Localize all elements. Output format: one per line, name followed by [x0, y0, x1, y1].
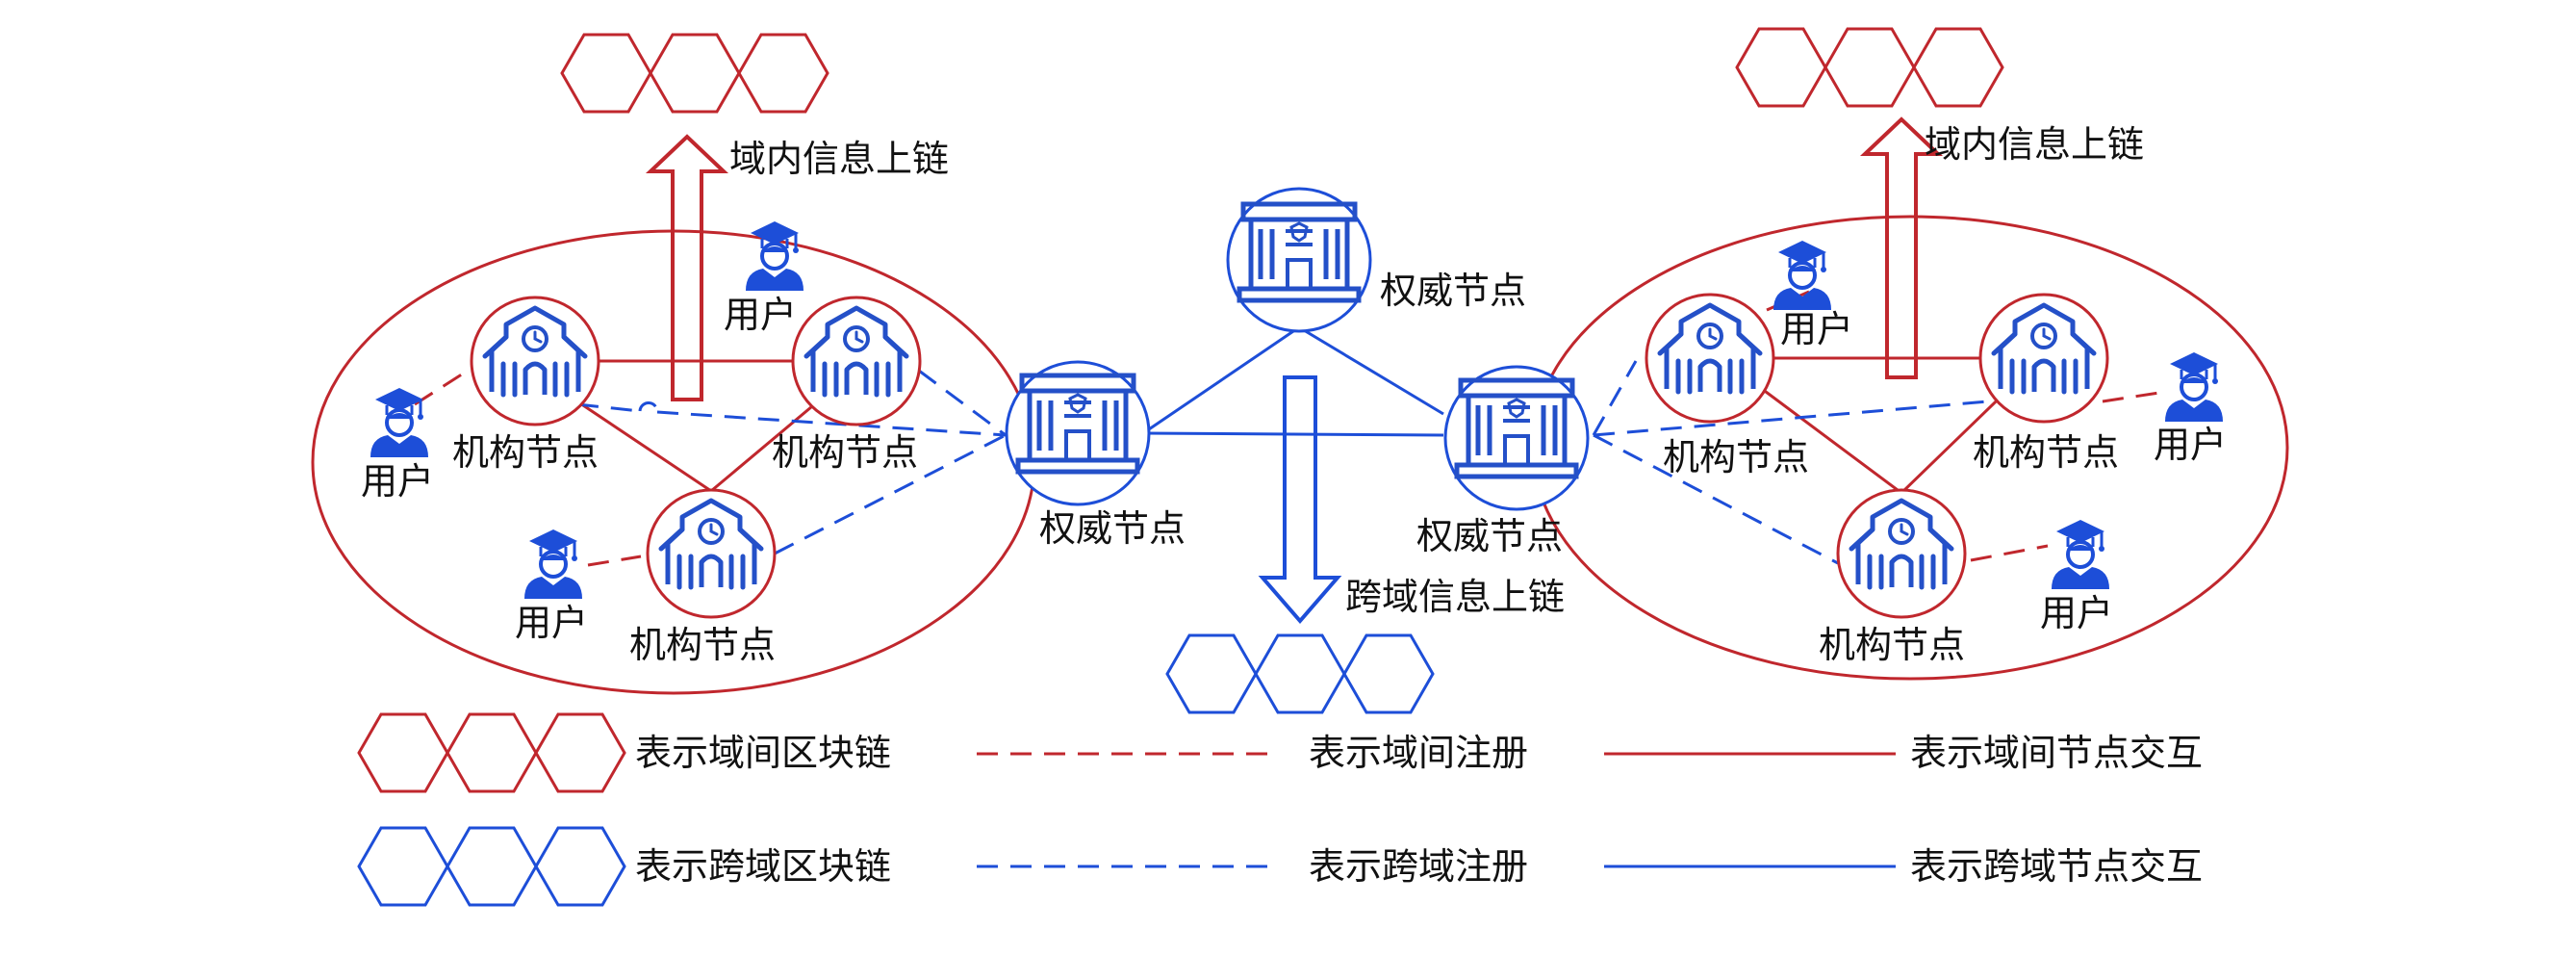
- authority-node-top: [1226, 187, 1372, 333]
- legend-intra-interact: 表示域间节点交互: [1910, 732, 2203, 774]
- user-label: 用户: [361, 460, 434, 503]
- legend: 表示域间区块链 表示域间注册 表示域间节点交互 表示跨域区块链 表示跨域注册 表…: [357, 712, 2203, 907]
- institution-node-label: 机构节点: [452, 431, 599, 474]
- legend-cross-interact: 表示跨域节点交互: [1910, 845, 2203, 888]
- graduate-user-icon: [2163, 350, 2225, 424]
- user-label: 用户: [1780, 308, 1853, 350]
- intra-interact-edges-left: [559, 359, 825, 493]
- institution-node-left-3: [646, 488, 777, 619]
- authority-node-right: [1443, 365, 1590, 511]
- cross-onchain-label: 跨域信息上链: [1345, 576, 1565, 618]
- graduate-user-icon: [523, 528, 584, 601]
- user-label: 用户: [2040, 592, 2113, 634]
- cross-onchain-arrow: [1258, 375, 1342, 625]
- legend-intra-chain: 表示域间区块链: [635, 732, 891, 774]
- authority-node-label-top: 权威节点: [1380, 270, 1526, 312]
- cross-blockchain-icon: [1165, 633, 1435, 714]
- institution-node-left-1: [470, 296, 600, 426]
- graduate-user-icon: [2050, 518, 2111, 591]
- authority-node-label-right: 权威节点: [1416, 515, 1563, 557]
- institution-node-label: 机构节点: [1819, 624, 1965, 666]
- authority-node-label-left: 权威节点: [1039, 507, 1186, 550]
- intra-onchain-label-left: 域内信息上链: [729, 138, 949, 180]
- cross-interact-edges: [1142, 325, 1444, 437]
- hexagon-chain-icon: [357, 712, 626, 793]
- institution-node-label: 机构节点: [1973, 431, 2119, 474]
- institution-node-right-3: [1836, 488, 1967, 619]
- user-label: 用户: [2154, 424, 2227, 466]
- intra-blockchain-icon-right: [1735, 27, 2004, 108]
- institution-node-label: 机构节点: [1663, 436, 1809, 478]
- intra-blockchain-icon-left: [560, 33, 829, 114]
- user-label: 用户: [724, 294, 797, 336]
- legend-cross-chain: 表示跨域区块链: [635, 845, 891, 888]
- intra-onchain-arrow-right: [1859, 116, 1944, 379]
- institution-node-label: 机构节点: [772, 431, 918, 474]
- graduate-user-icon: [369, 386, 430, 459]
- user-label: 用户: [515, 602, 588, 644]
- institution-node-left-2: [791, 296, 922, 426]
- graduate-user-icon: [1772, 239, 1833, 312]
- legend-intra-register: 表示域间注册: [1309, 732, 1528, 774]
- graduate-user-icon: [744, 219, 805, 293]
- legend-cross-register: 表示跨域注册: [1309, 845, 1528, 888]
- institution-node-right-1: [1645, 293, 1775, 424]
- hexagon-chain-icon: [357, 826, 626, 907]
- cross-register-edges: [576, 360, 2012, 565]
- intra-onchain-label-right: 域内信息上链: [1925, 123, 2144, 166]
- institution-node-label: 机构节点: [629, 624, 776, 666]
- authority-node-left: [1005, 360, 1151, 506]
- institution-node-right-2: [1978, 293, 2109, 424]
